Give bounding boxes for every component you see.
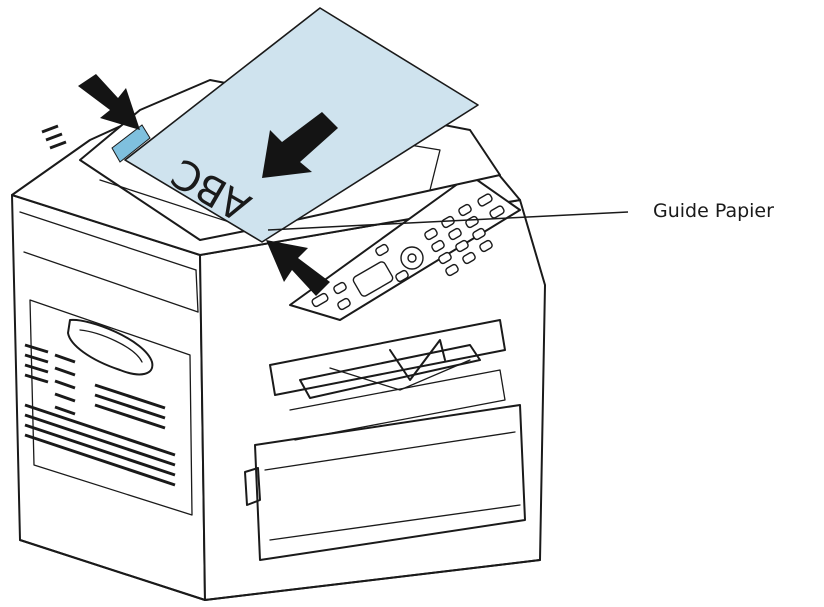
lcd-display [352,261,394,297]
front-handle [67,318,154,376]
right-guide-arrow [266,240,330,296]
output-tray [299,339,481,399]
side-vents [24,124,176,487]
paper-insert-arrow [262,112,338,178]
callout-leader-line [267,211,629,231]
callout-label: Guide Papier [653,200,774,222]
left-paper-guide [111,124,151,163]
left-guide-arrow [78,74,140,130]
